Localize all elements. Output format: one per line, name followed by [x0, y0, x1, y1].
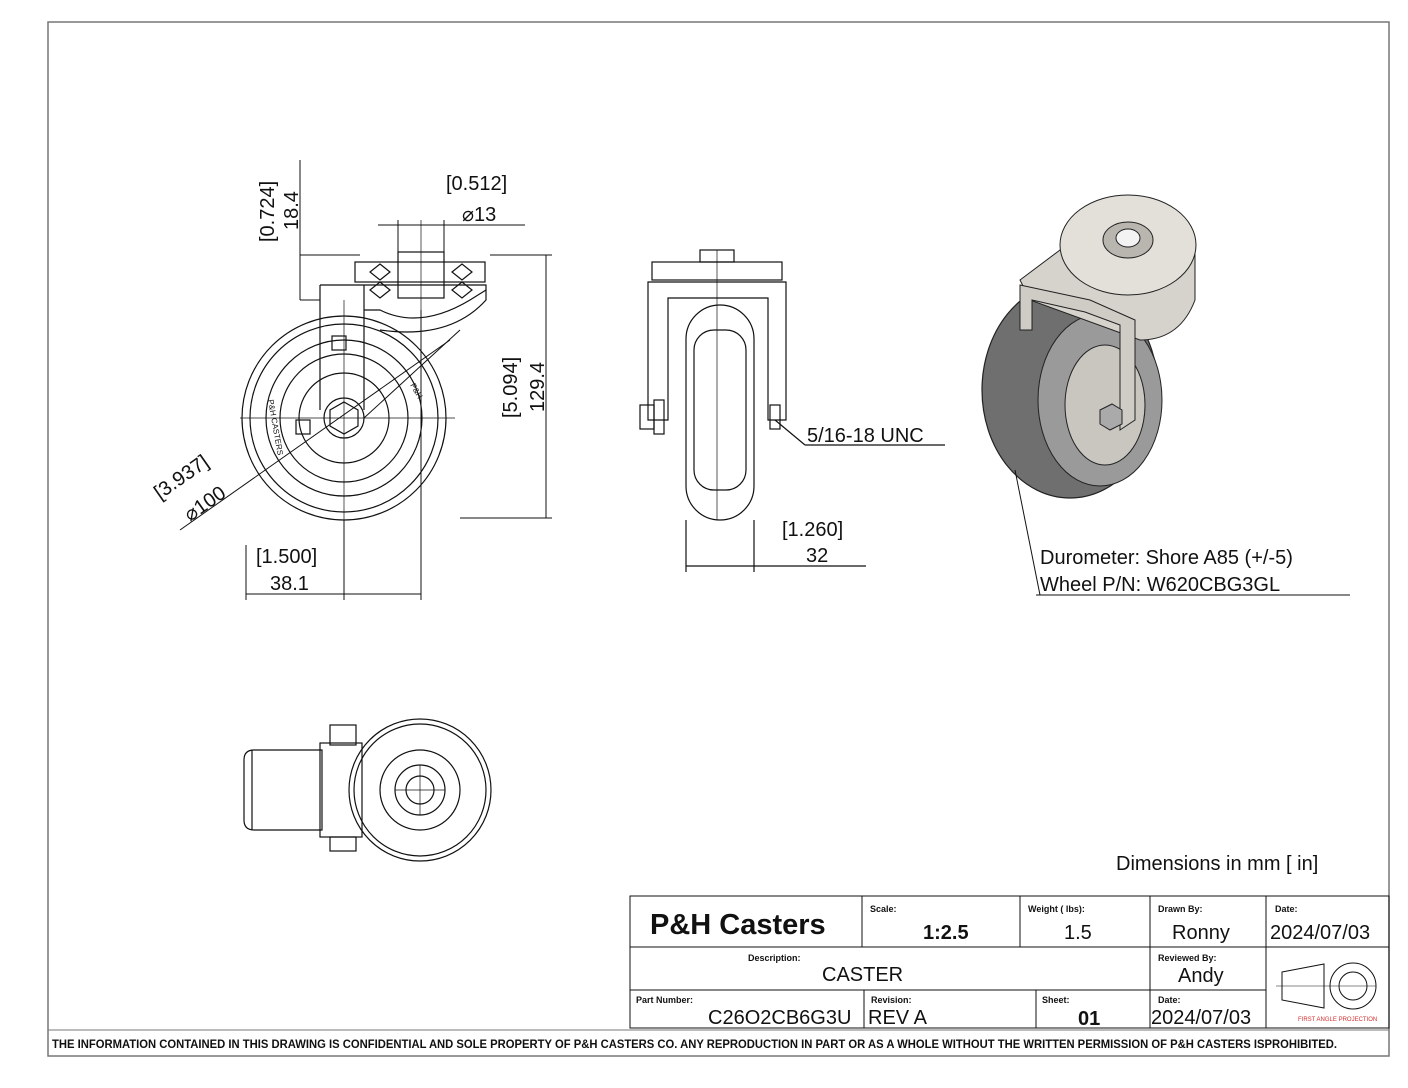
- weight-value: 1.5: [1064, 922, 1092, 944]
- sheet-border: [47, 21, 1390, 1057]
- dim-wheel-width-mm: 32: [806, 545, 828, 567]
- dim-offset-in: [1.500]: [256, 546, 317, 568]
- weight-label: Weight ( lbs):: [1028, 904, 1085, 914]
- revision-label: Revision:: [871, 995, 912, 1005]
- date-value: 2024/07/03: [1270, 922, 1370, 944]
- svg-text:P&H: P&H: [408, 382, 424, 401]
- drawn-value: Ronny: [1172, 922, 1230, 944]
- date2-value: 2024/07/03: [1151, 1007, 1251, 1029]
- end-view: [639, 249, 945, 572]
- drawn-label: Drawn By:: [1158, 904, 1203, 914]
- sheet-value: 01: [1078, 1008, 1100, 1030]
- scale-value: 1:2.5: [923, 922, 969, 944]
- note-wheel-pn: Wheel P/N: W620CBG3GL: [1040, 574, 1280, 596]
- dim-overall-height-in: [5.094]: [500, 357, 522, 418]
- description-label: Description:: [748, 953, 801, 963]
- side-view: P&H CASTERS P&H: [240, 220, 487, 521]
- dim-overall-height-mm: 129.4: [527, 362, 549, 412]
- part-number-value: C26O2CB6G3U: [708, 1007, 851, 1029]
- dim-stem-dia-mm: ⌀13: [462, 204, 496, 226]
- reviewed-value: Andy: [1178, 965, 1224, 987]
- description-value: CASTER: [822, 964, 903, 986]
- note-durometer: Durometer: Shore A85 (+/-5): [1040, 547, 1293, 569]
- revision-value: REV A: [868, 1007, 928, 1029]
- svg-text:P&H CASTERS: P&H CASTERS: [266, 399, 285, 456]
- first-angle-projection-symbol: [1276, 962, 1377, 1010]
- part-number-label: Part Number:: [636, 995, 693, 1005]
- scale-label: Scale:: [870, 904, 897, 914]
- date2-label: Date:: [1158, 995, 1181, 1005]
- reviewed-label: Reviewed By:: [1158, 953, 1217, 963]
- side-view-dimensions: [179, 160, 552, 600]
- dim-thread: 5/16-18 UNC: [807, 425, 924, 447]
- top-view: [243, 718, 492, 862]
- dim-wheel-width-in: [1.260]: [782, 519, 843, 541]
- caster-isometric-render: [981, 194, 1350, 596]
- units-note: Dimensions in mm [ in]: [1116, 853, 1318, 875]
- projection-caption: FIRST ANGLE PROJECTION: [1298, 1017, 1377, 1023]
- dim-wheel-dia-mm: ⌀100: [180, 482, 230, 526]
- sheet-label: Sheet:: [1042, 995, 1070, 1005]
- confidentiality-footer: THE INFORMATION CONTAINED IN THIS DRAWIN…: [52, 1039, 1337, 1051]
- dim-top-height-mm: 18.4: [281, 191, 303, 230]
- dim-top-height-in: [0.724]: [257, 181, 279, 242]
- dim-offset-mm: 38.1: [270, 573, 309, 595]
- company-name: P&H Casters: [650, 909, 826, 941]
- title-block: [629, 895, 1390, 1029]
- date-label: Date:: [1275, 904, 1298, 914]
- dim-stem-dia-in: [0.512]: [446, 173, 507, 195]
